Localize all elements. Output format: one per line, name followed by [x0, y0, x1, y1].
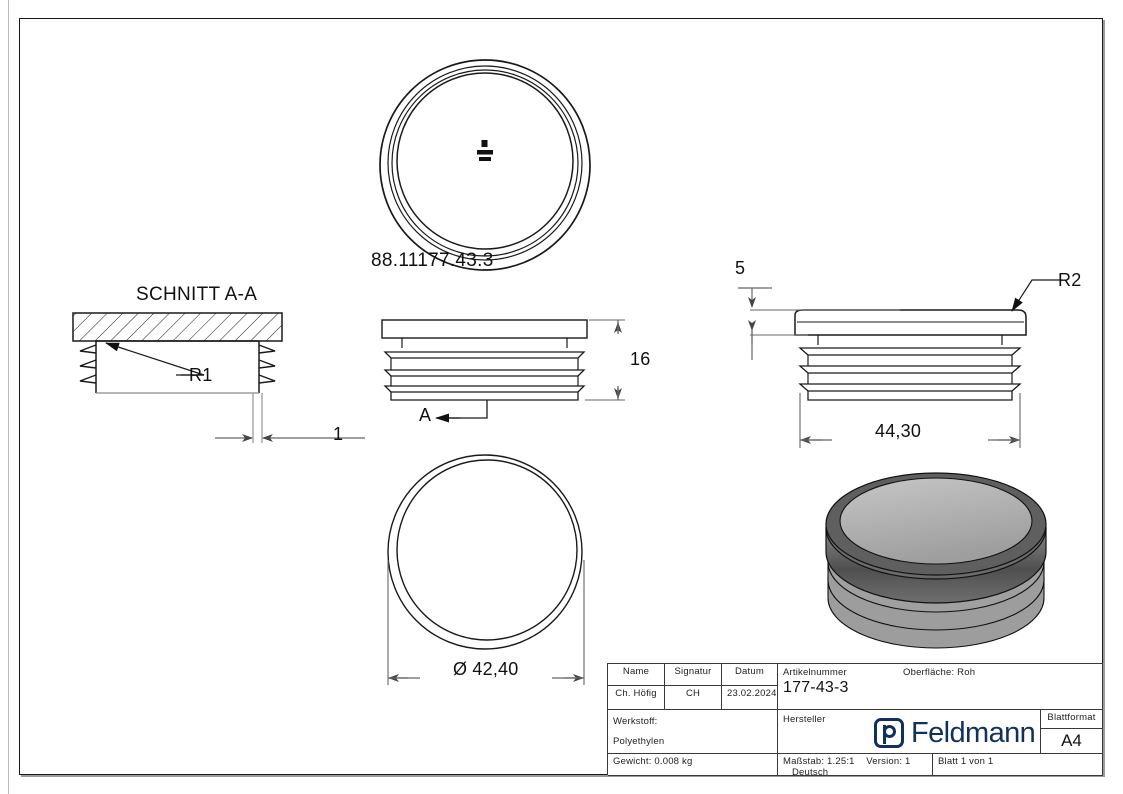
header-signatur-text: Signatur	[674, 666, 712, 677]
header-datum-text: Datum	[735, 666, 764, 677]
title-block-blatt-cell: Blatt 1 von 1	[933, 754, 1103, 776]
section-title-label: SCHNITT A-A	[136, 284, 258, 305]
title-block-article-cell: Artikelnummer Oberfläche: Roh 177-43-3	[778, 664, 1103, 710]
gewicht-text: Gewicht: 0.008 kg	[613, 756, 693, 767]
title-block-scale-cell: Maßstab: 1.25:1 Version: 1 Deutsch	[778, 754, 933, 776]
height-dimension-label: 16	[630, 349, 651, 369]
body-diameter-dimension-label: Ø 42,40	[453, 659, 519, 679]
title-block-header-name: Name	[608, 664, 665, 686]
werkstoff-value: Polyethylen	[613, 736, 665, 747]
artikelnummer-label: Artikelnummer	[783, 667, 847, 678]
version-text: Version: 1	[866, 756, 911, 767]
r1-callout-label: R1	[189, 365, 213, 385]
title-block-header-datum: Datum	[722, 664, 778, 686]
flange-diameter-dimension-label: 44,30	[875, 421, 922, 441]
title-block-value-signatur: CH	[665, 686, 722, 710]
drawing-sheet-border	[19, 18, 1103, 775]
title-block-gewicht-cell: Gewicht: 0.008 kg	[608, 754, 778, 776]
wall-thickness-dimension-label: 1	[333, 424, 344, 444]
section-arrow-letter-label: A	[419, 405, 432, 425]
blatt-text: Blatt 1 von 1	[938, 756, 994, 767]
artikelnummer-value: 177-43-3	[783, 679, 849, 696]
page-left-margin-strip	[0, 0, 9, 794]
value-name-text: Ch. Höfig	[615, 688, 657, 699]
sprache-text: Deutsch	[792, 767, 829, 776]
value-signatur-text: CH	[685, 688, 701, 699]
value-datum-text: 23.02.2024	[727, 688, 777, 699]
feldmann-logo-mark-icon	[874, 718, 904, 748]
r2-callout-label: R2	[1058, 270, 1082, 290]
title-block: Name Signatur Datum Ch. Höfig CH 23.02.2…	[607, 663, 1103, 776]
feldmann-logo-text: Feldmann	[911, 716, 1036, 749]
title-block-blattformat-label-cell: Blattformat	[1041, 710, 1103, 729]
title-block-werkstoff-cell: Werkstoff: Polyethylen	[608, 710, 778, 754]
cap-thickness-dimension-label: 5	[735, 258, 746, 278]
blattformat-value: A4	[1061, 731, 1082, 750]
massstab-text: Maßstab: 1.25:1	[783, 756, 855, 767]
title-block-blattformat-value-cell: A4	[1041, 729, 1103, 754]
title-block-hersteller-cell: Hersteller Feldmann	[778, 710, 1041, 754]
hersteller-label: Hersteller	[783, 714, 826, 725]
werkstoff-label: Werkstoff:	[613, 716, 658, 727]
part-number-label: 88.11177.43.3	[371, 250, 494, 271]
oberflaeche-label: Oberfläche: Roh	[903, 667, 976, 678]
title-block-header-signatur: Signatur	[665, 664, 722, 686]
header-name-text: Name	[622, 666, 650, 677]
title-block-value-datum: 23.02.2024	[722, 686, 778, 710]
title-block-value-name: Ch. Höfig	[608, 686, 665, 710]
feldmann-logo: Feldmann	[874, 716, 1036, 749]
blattformat-label: Blattformat	[1047, 712, 1096, 723]
